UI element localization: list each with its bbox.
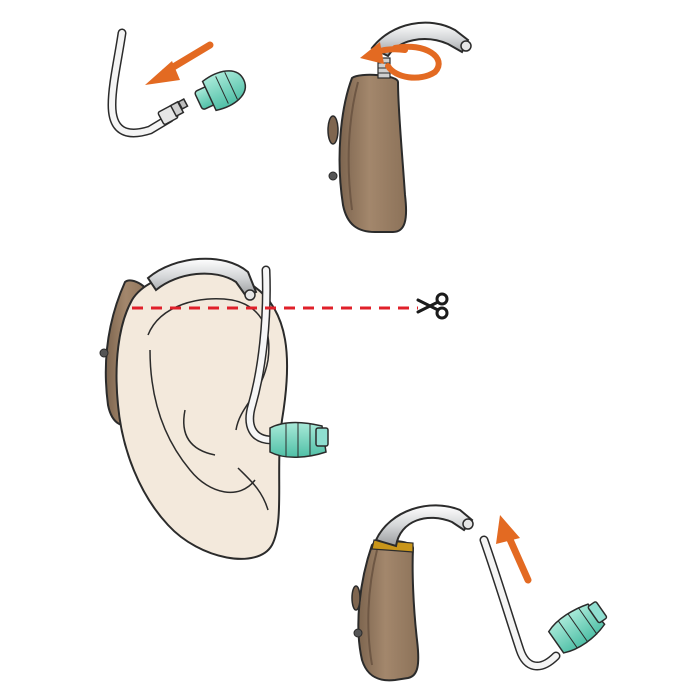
gold-band <box>371 539 414 553</box>
panel-3 <box>99 257 449 560</box>
arrow-icon <box>145 41 214 85</box>
ear-dome <box>194 70 246 112</box>
ear-hook <box>374 504 474 548</box>
ear-dome <box>269 421 329 458</box>
scissors-icon <box>416 292 449 320</box>
arrow-icon <box>496 515 532 584</box>
hearing-aid-body <box>338 73 408 233</box>
panel-4 <box>351 504 608 682</box>
rotate-arrow-icon <box>360 42 442 81</box>
panel-2 <box>327 21 472 233</box>
panel-1 <box>107 28 246 138</box>
ear-dome <box>547 601 608 654</box>
tube-connector <box>157 98 189 125</box>
